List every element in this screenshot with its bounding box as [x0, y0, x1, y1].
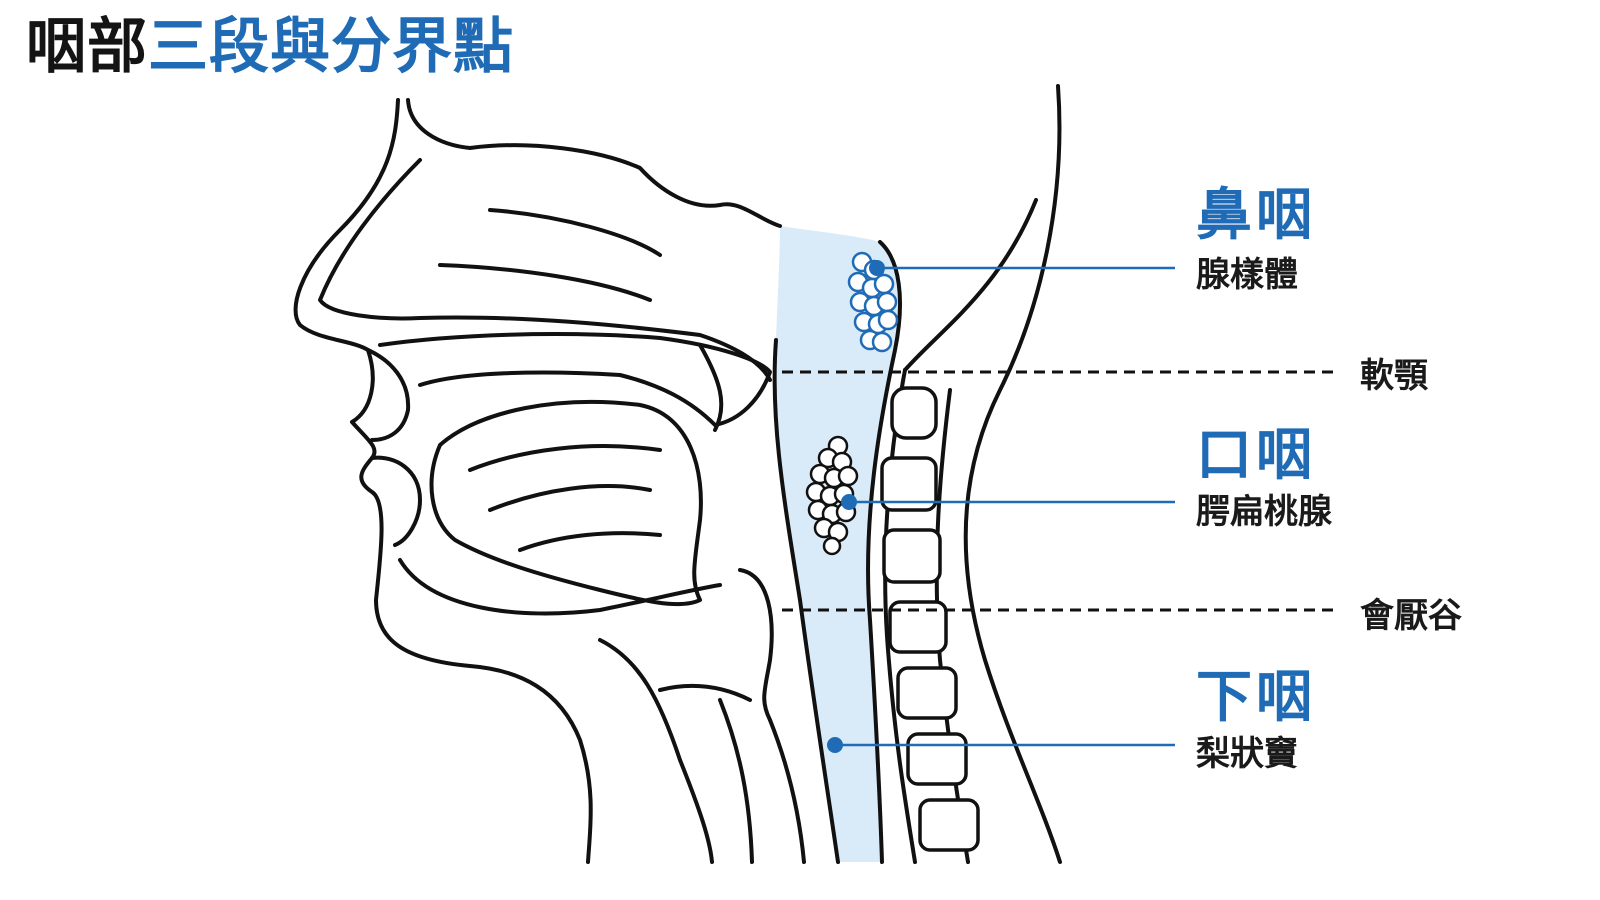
larynx-front — [598, 638, 714, 864]
trachea — [718, 698, 754, 864]
page-title: 咽部三段與分界點 — [26, 14, 514, 80]
tongue-muscle-3 — [518, 531, 662, 552]
lower-lip — [370, 455, 422, 547]
region-label-nasopharynx: 鼻咽 — [1196, 183, 1316, 248]
vertebra-c6 — [906, 732, 968, 786]
upper-lip — [366, 348, 411, 442]
hard-palate — [378, 332, 772, 427]
palatine-tonsil-tissue — [805, 435, 859, 556]
title-part-boundaries: 分界點 — [331, 12, 514, 82]
marker-dot-tonsil — [841, 494, 857, 510]
title-part-pharynx: 咽部 — [26, 12, 148, 82]
boundary-label-vallecula: 會厭谷 — [1360, 596, 1462, 636]
structure-label-adenoid: 腺樣體 — [1196, 255, 1298, 295]
vertebra-c4 — [888, 600, 948, 654]
face-profile — [293, 98, 593, 864]
tongue-muscle-2 — [488, 484, 652, 512]
marker-dot-adenoid — [869, 260, 885, 276]
vertebra-c5 — [896, 666, 958, 720]
nasal-cavity-outline — [318, 158, 772, 382]
pharynx-front-wall — [772, 338, 840, 864]
soft-palate — [698, 343, 724, 432]
spine-front — [883, 368, 917, 864]
mandible — [398, 558, 722, 616]
region-label-oropharynx: 口咽 — [1196, 423, 1316, 488]
structure-label-palatine-tonsil: 腭扁桃腺 — [1196, 492, 1332, 532]
boundary-label-soft-palate: 軟顎 — [1360, 356, 1428, 396]
marker-dot-piriform — [827, 737, 843, 753]
region-label-hypopharynx: 下咽 — [1196, 665, 1316, 730]
larynx-inner — [658, 683, 752, 702]
vertebra-c1 — [890, 386, 938, 440]
nasal-turbinate-1 — [488, 208, 662, 257]
vertebra-c2 — [880, 456, 938, 512]
nasal-cavity-roof — [406, 98, 782, 228]
structure-label-piriform-sinus: 梨狀竇 — [1196, 734, 1298, 774]
esophagus-front — [768, 718, 806, 864]
title-part-three-segments: 三段與 — [148, 12, 331, 82]
tongue — [429, 399, 703, 607]
nasal-turbinate-2 — [438, 263, 652, 302]
neck-inner-outline — [903, 198, 1038, 372]
tongue-muscle-1 — [468, 444, 662, 472]
vertebra-c3 — [882, 528, 942, 584]
vertebra-c7 — [918, 798, 980, 852]
pharynx-back-wall — [866, 240, 902, 864]
epiglottis — [738, 568, 774, 722]
neck-back-outline — [963, 84, 1062, 864]
